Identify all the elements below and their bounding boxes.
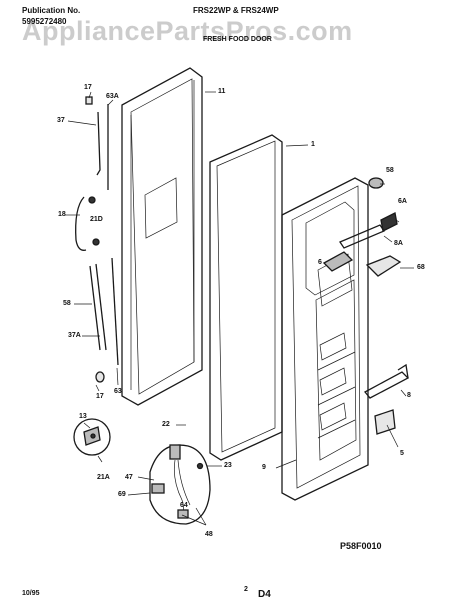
- publication-number: 5995272480: [22, 17, 67, 26]
- watermark-text: AppliancePartsPros.com: [22, 16, 353, 46]
- callout-17-top: 17: [84, 84, 92, 91]
- callout-22: 22: [162, 421, 170, 428]
- callout-48: 48: [205, 531, 213, 538]
- callout-9: 9: [262, 464, 266, 471]
- callout-5: 5: [400, 450, 404, 457]
- footer-sheet: D4: [258, 589, 271, 600]
- callout-63a: 63A: [106, 93, 119, 100]
- dispenser-parts: [339, 177, 410, 435]
- section-title: FRESH FOOD DOOR: [203, 36, 272, 43]
- handle-parts: [75, 96, 119, 383]
- callout-58-right: 58: [386, 167, 394, 174]
- callout-6: 6: [318, 259, 322, 266]
- callout-37a: 37A: [68, 332, 81, 339]
- callout-1: 1: [311, 141, 315, 148]
- callout-8: 8: [407, 392, 411, 399]
- outer-door-dispenser: [281, 177, 369, 501]
- callout-18: 18: [58, 211, 66, 218]
- callout-11: 11: [218, 88, 226, 95]
- footer-date: 10/95: [22, 590, 40, 597]
- callout-17-bottom: 17: [96, 393, 104, 400]
- callout-58-left: 58: [63, 300, 71, 307]
- publication-label: Publication No.: [22, 6, 81, 15]
- callout-63: 63: [114, 388, 122, 395]
- callout-21d: 21D: [90, 216, 103, 223]
- callout-21a: 21A: [97, 474, 110, 481]
- wiring-harness: [149, 444, 211, 525]
- callout-69: 69: [118, 491, 126, 498]
- inner-door-panel: [121, 67, 203, 406]
- callout-8a: 8A: [394, 240, 403, 247]
- footer-page: 2: [244, 586, 248, 593]
- callout-6a: 6A: [398, 198, 407, 205]
- hinge-detail: [73, 418, 111, 456]
- leader-lines: [65, 91, 414, 526]
- callout-47: 47: [125, 474, 133, 481]
- callout-37: 37: [57, 117, 65, 124]
- callout-64: 64: [180, 502, 188, 509]
- callout-68: 68: [417, 264, 425, 271]
- figure-id: P58F0010: [340, 541, 382, 551]
- callout-23: 23: [224, 462, 232, 469]
- model-numbers: FRS22WP & FRS24WP: [193, 6, 279, 15]
- door-gasket: [209, 134, 283, 461]
- callout-13: 13: [79, 413, 87, 420]
